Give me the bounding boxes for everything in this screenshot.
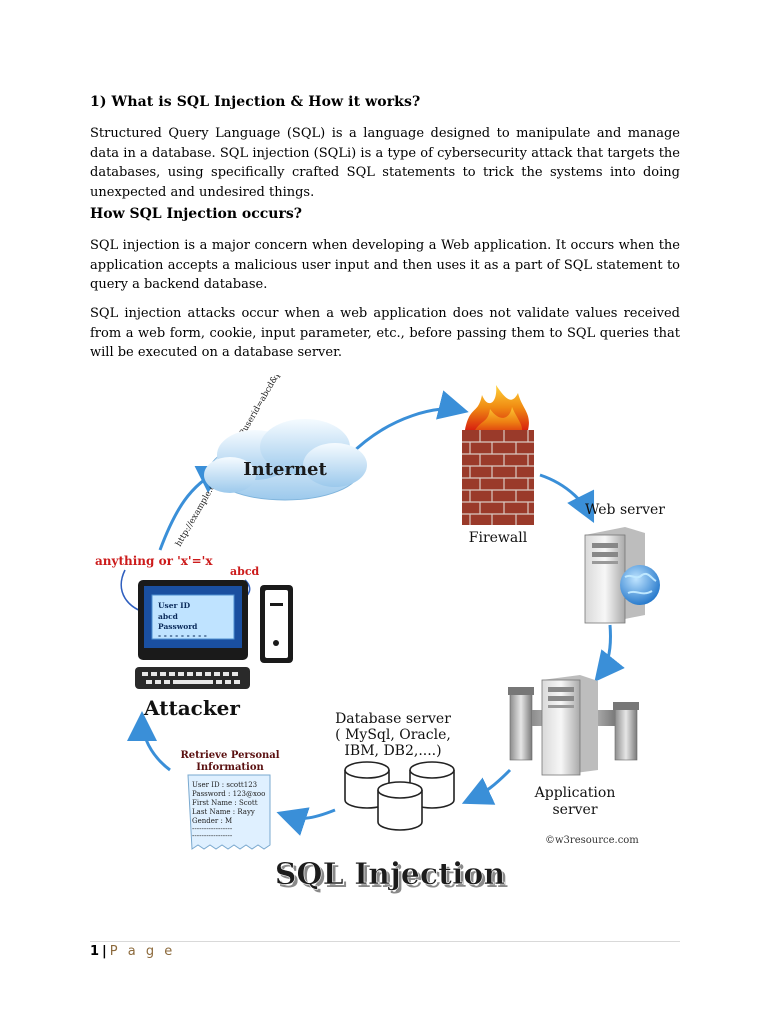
credit-text: ©w3resource.com <box>545 835 639 846</box>
doc-line: Gender : M <box>192 817 232 825</box>
footer-divider <box>90 941 680 942</box>
doc-line: First Name : Scott <box>192 799 258 807</box>
dbserver-label-line3: IBM, DB2,....) <box>344 743 441 759</box>
page-label: P a g e <box>109 944 176 959</box>
sql-injection-diagram: http://example.com/form.html?userid=abcd… <box>95 375 665 895</box>
form-userid-label: User ID <box>158 601 191 610</box>
paragraph-sql-definition: Structured Query Language (SQL) is a lan… <box>90 126 680 200</box>
cpu-tower-icon <box>260 585 293 663</box>
page-footer: 1|P a g e <box>90 944 175 959</box>
page-number: 1 <box>90 944 100 959</box>
arrow-document-to-attacker <box>127 711 171 772</box>
retrieve-label-line1: Retrieve Personal <box>180 750 279 761</box>
section-heading: 1) What is SQL Injection & How it works? <box>90 94 421 110</box>
globe-icon <box>620 565 660 605</box>
form-password-label: Password <box>158 622 198 631</box>
appserver-label-line2: server <box>552 802 597 818</box>
attacker-label: Attacker <box>143 696 240 720</box>
appserver-label-line1: Application <box>534 785 616 801</box>
doc-line: ----------------- <box>192 825 233 833</box>
paragraph-sql-concern: SQL injection is a major concern when de… <box>90 238 680 292</box>
footer-separator: | <box>102 944 107 959</box>
arrow-webserver-to-appserver <box>594 624 625 683</box>
webserver-label: Web server <box>585 502 665 518</box>
doc-line: User ID : scott123 <box>192 781 257 789</box>
arrow-appserver-to-database <box>461 768 512 805</box>
userid-value-callout: abcd <box>230 565 260 578</box>
dbserver-label-line2: ( MySql, Oracle, <box>335 727 451 743</box>
database-cylinders-icon <box>344 761 455 831</box>
keyboard-icon <box>135 667 250 689</box>
arrow-database-to-document <box>276 807 336 836</box>
arrow-firewall-to-webserver <box>539 473 595 524</box>
firewall-label: Firewall <box>469 530 528 546</box>
doc-line: Last Name : Rayy <box>192 808 255 816</box>
subsection-heading: How SQL Injection occurs? <box>90 206 302 222</box>
internet-label: Internet <box>243 459 327 480</box>
retrieve-label-line2: Information <box>196 762 264 773</box>
internet-cloud-icon <box>204 419 367 501</box>
form-userid-value: abcd <box>158 612 179 621</box>
injection-text: anything or 'x'='x <box>95 554 213 568</box>
paragraph-sql-attacks: SQL injection attacks occur when a web a… <box>90 306 680 360</box>
firewall-icon <box>462 385 534 525</box>
attacker-monitor-icon <box>138 580 248 660</box>
application-server-icon <box>508 675 639 776</box>
diagram-title-shadow: SQL Injection <box>278 860 509 895</box>
doc-line: ----------------- <box>192 832 233 840</box>
arrow-internet-to-firewall <box>348 390 469 457</box>
personal-info-document-icon <box>187 774 271 850</box>
doc-line: Password : 123@xoo <box>192 790 265 798</box>
diagram-title: SQL Injection <box>275 857 506 892</box>
dbserver-label-line1: Database server <box>335 711 451 727</box>
personal-info-lines: User ID : scott123 Password : 123@xoo Fi… <box>192 781 265 840</box>
login-form: User ID abcd Password - - - - - - - - - <box>158 601 207 640</box>
form-password-value: - - - - - - - - - <box>158 631 207 640</box>
